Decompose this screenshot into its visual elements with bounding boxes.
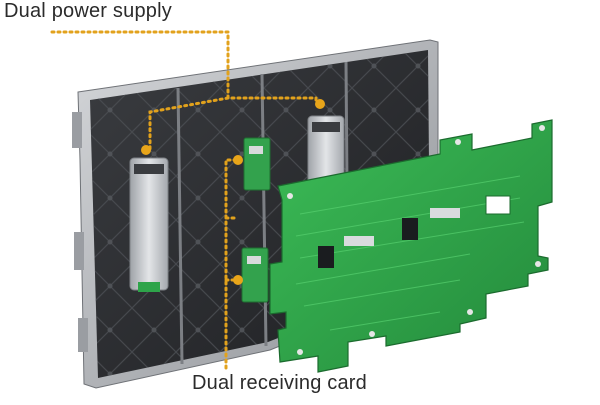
- pcb-connector-1: [318, 246, 334, 268]
- pcb-hole: [455, 139, 461, 145]
- receiving-card-marker-bottom: [233, 275, 243, 285]
- pcb-connector-2: [402, 218, 418, 240]
- power-supply-marker-right: [315, 99, 325, 109]
- callout-receiving-card-label: Dual receiving card: [192, 372, 367, 394]
- leader-power-supply: [50, 30, 318, 152]
- bay-divider-1: [176, 87, 184, 365]
- pcb-cutout: [485, 195, 511, 215]
- pcb-hole: [287, 193, 293, 199]
- receiving-card-marker-top: [233, 155, 243, 165]
- cabinet-latch-top: [72, 112, 82, 148]
- pcb-hole: [467, 309, 473, 315]
- power-supply-left: [129, 157, 169, 292]
- receiving-card-top: [243, 137, 271, 191]
- pcb-hole: [535, 261, 541, 267]
- receiving-card-bottom: [241, 247, 269, 303]
- pcb-connector-4: [430, 208, 460, 218]
- cabinet-latch-lower: [78, 318, 88, 352]
- hub-board-pcb: [269, 119, 553, 373]
- pcb-hole: [539, 125, 545, 131]
- cabinet-latch-bottom: [74, 232, 84, 270]
- power-supply-marker-left: [141, 145, 151, 155]
- callout-power-supply-label: Dual power supply: [4, 0, 172, 22]
- pcb-hole: [369, 331, 375, 337]
- pcb-hole: [297, 349, 303, 355]
- pcb-connector-3: [344, 236, 374, 246]
- callout-dots: [141, 99, 325, 285]
